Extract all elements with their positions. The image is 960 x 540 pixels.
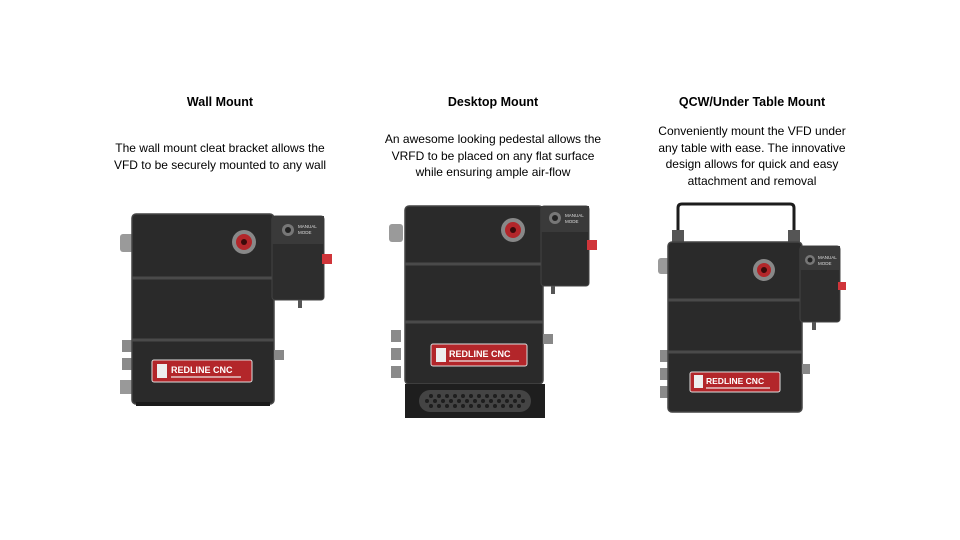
description-line: VFD to be securely mounted to any wall <box>113 157 327 172</box>
redline-logo-icon <box>694 375 703 388</box>
connector-icon <box>120 380 132 394</box>
redline-logo-icon <box>157 364 167 378</box>
connector-icon <box>120 234 134 252</box>
brand-name: REDLINE CNC <box>171 365 233 375</box>
brand-name: REDLINE CNC <box>706 376 764 386</box>
desktop-mount-description: An awesome looking pedestal allows the V… <box>343 131 643 181</box>
desktop-mount-vfd-image: MANUAL MODE REDLINE CNC <box>385 202 605 422</box>
connector-icon <box>122 340 132 352</box>
qcw-mount-description: Conveniently mount the VFD under any tab… <box>602 123 902 189</box>
description-line: The wall mount cleat bracket allows the <box>115 141 325 155</box>
vfd-body <box>132 214 274 404</box>
vfd-body <box>667 241 803 413</box>
red-toggle-icon <box>838 282 846 290</box>
desktop-mount-column: Desktop Mount An awesome looking pedesta… <box>333 0 653 540</box>
description-line: An awesome looking pedestal allows the <box>384 132 602 146</box>
wall-mount-title: Wall Mount <box>186 95 254 109</box>
description-line: Conveniently mount the VFD under <box>658 124 846 138</box>
mount-bracket <box>676 202 796 240</box>
mode-label-bottom: MODE <box>298 230 312 235</box>
connector-icon <box>389 224 403 242</box>
description-line: while ensuring ample air-flow <box>415 165 571 179</box>
wall-mount-vfd-image: MANUAL MODE REDLINE CNC <box>116 210 336 410</box>
red-toggle-icon <box>322 254 332 264</box>
description-line: VRFD to be placed on any flat surface <box>391 148 595 163</box>
connector-icon <box>658 258 670 274</box>
vfd-unit-desktop: MANUAL MODE REDLINE CNC <box>389 205 597 418</box>
wall-mount-column: Wall Mount The wall mount cleat bracket … <box>60 0 380 540</box>
description-line: any table with ease. The innovative <box>658 140 846 155</box>
description-line: design allows for quick and easy <box>665 157 839 171</box>
wall-mount-description: The wall mount cleat bracket allows the … <box>70 140 370 173</box>
connector-icon <box>122 358 132 370</box>
red-toggle-icon <box>587 240 597 250</box>
desktop-mount-title: Desktop Mount <box>447 95 539 109</box>
description-line: attachment and removal <box>687 173 817 188</box>
redline-logo-icon <box>436 348 446 362</box>
mode-label-top: MANUAL <box>298 224 317 229</box>
qcw-mount-vfd-image: MANUAL MODE REDLINE CNC <box>654 200 864 420</box>
mode-label-bottom: MODE <box>818 261 832 266</box>
qcw-mount-title: QCW/Under Table Mount <box>678 95 826 109</box>
vfd-unit-qcw: MANUAL MODE REDLINE CNC <box>658 202 846 413</box>
mode-label-top: MANUAL <box>565 213 584 218</box>
qcw-mount-column: QCW/Under Table Mount Conveniently mount… <box>592 0 912 540</box>
brand-name: REDLINE CNC <box>449 349 511 359</box>
mode-label-bottom: MODE <box>565 219 579 224</box>
mode-label-top: MANUAL <box>818 255 837 260</box>
vfd-unit-wall: MANUAL MODE REDLINE CNC <box>120 213 332 406</box>
